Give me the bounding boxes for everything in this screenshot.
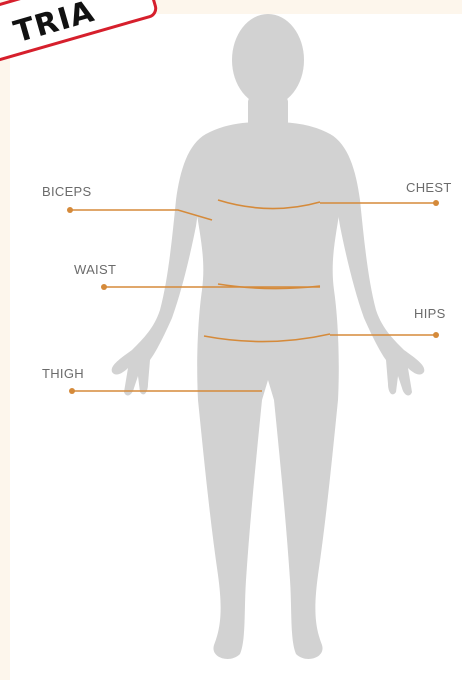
chest-label: CHEST	[406, 180, 452, 195]
thigh-dot	[69, 388, 75, 394]
chest-dot	[433, 200, 439, 206]
thigh-label: THIGH	[42, 366, 84, 381]
biceps-dot	[67, 207, 73, 213]
silhouette-head	[232, 14, 304, 106]
hips-dot	[433, 332, 439, 338]
waist-dot	[101, 284, 107, 290]
hips-label: HIPS	[414, 306, 446, 321]
body-silhouette	[112, 14, 425, 659]
biceps-label: BICEPS	[42, 184, 91, 199]
silhouette-left-arm	[112, 134, 206, 395]
waist-label: WAIST	[74, 262, 116, 277]
silhouette-right-arm	[330, 134, 424, 395]
